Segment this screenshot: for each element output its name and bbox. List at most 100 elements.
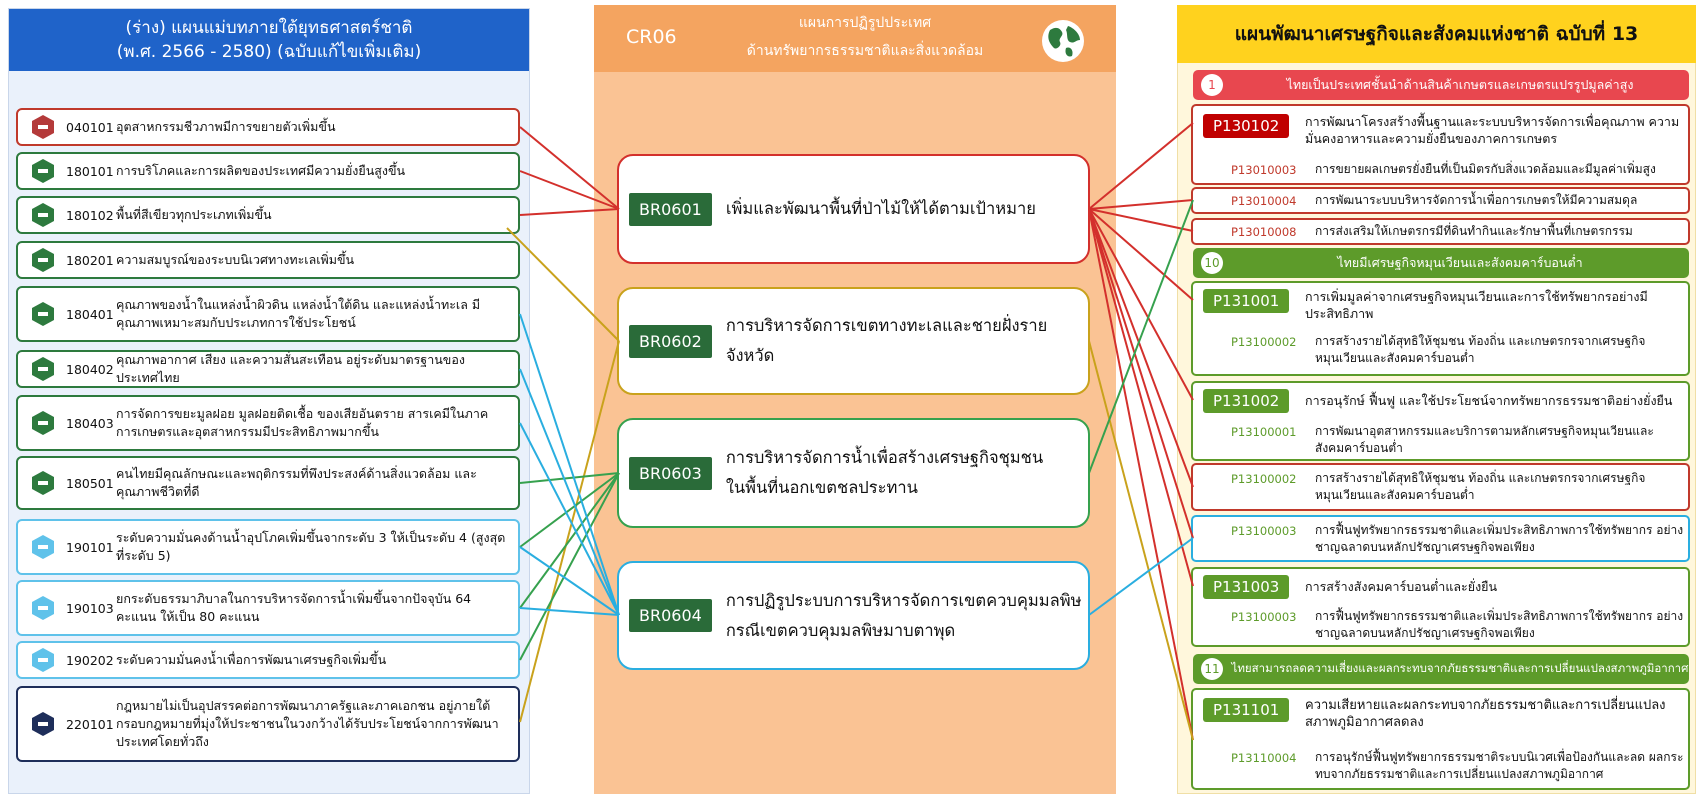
left-header-line1: (ร่าง) แผนแม่บทภายใต้ยุทธศาสตร์ชาติ: [125, 18, 413, 38]
right-item-p13100002[interactable]: P13100002 การสร้างรายได้สุทธิให้ชุมชน ท้…: [1191, 463, 1690, 511]
sub-target-code: P13010003: [1231, 163, 1297, 177]
left-item-180201[interactable]: 180201 ความสมบูรณ์ของระบบนิเวศทางทะเลเพิ…: [16, 241, 520, 279]
target-code: P131003: [1203, 575, 1290, 599]
left-item-180402[interactable]: 180402 คุณภาพอากาศ เสียง และความสั่นสะเท…: [16, 350, 520, 388]
hexagon-badge-icon: [32, 115, 54, 139]
hexagon-badge-icon: [32, 159, 54, 183]
left-item-220101[interactable]: 220101 กฎหมายไม่เป็นอุปสรรคต่อการพัฒนาภา…: [16, 686, 520, 762]
sub-target-text: การสร้างรายได้สุทธิให้ชุมชน ท้องถิ่น และ…: [1315, 334, 1646, 365]
left-item-text: อุตสาหกรรมชีวภาพมีการขยายตัวเพิ่มขึ้น: [116, 119, 336, 134]
middle-item-br0601[interactable]: BR0601 เพิ่มและพัฒนาพื้นที่ป่าไม้ให้ได้ต…: [617, 154, 1090, 264]
section-title: ไทยมีเศรษฐกิจหมุนเวียนและสังคมคาร์บอนต่ำ: [1337, 255, 1583, 270]
target-code: P131101: [1203, 698, 1290, 722]
left-item-text: พื้นที่สีเขียวทุกประเภทเพิ่มขึ้น: [116, 207, 272, 222]
hexagon-badge-icon: [32, 357, 54, 381]
middle-item-code: BR0603: [629, 456, 712, 490]
right-section-11: 11 ไทยสามารถลดความเสี่ยงและผลกระทบจากภัย…: [1193, 654, 1689, 684]
left-item-180403[interactable]: 180403 การจัดการขยะมูลฝอย มูลฝอยติดเชื้อ…: [16, 395, 520, 451]
sub-target-code: P13110004: [1231, 751, 1297, 765]
left-item-code: 180101: [66, 163, 114, 179]
right-group-p131101[interactable]: P131101 ความเสียหายและผลกระทบจากภัยธรรมช…: [1191, 688, 1690, 790]
right-item-p13010004[interactable]: P13010004 การพัฒนาระบบบริหารจัดการน้ำเพื…: [1191, 187, 1690, 214]
middle-item-br0604[interactable]: BR0604 การปฏิรูประบบการบริหารจัดการเขตคว…: [617, 561, 1090, 670]
sub-target-text: การพัฒนาระบบบริหารจัดการน้ำเพื่อการเกษตร…: [1315, 193, 1638, 207]
left-item-code: 040101: [66, 119, 114, 135]
middle-item-text-line2: กรณีเขตควบคุมมลพิษมาบตาพุด: [725, 620, 956, 640]
left-item-code: 180403: [66, 415, 114, 431]
right-panel-header: แผนพัฒนาเศรษฐกิจและสังคมแห่งชาติ ฉบับที่…: [1177, 5, 1696, 63]
left-item-text: คุณภาพอากาศ เสียง และความสั่นสะเทือน อยู…: [116, 352, 465, 385]
left-item-190103[interactable]: 190103 ยกระดับธรรมาภิบาลในการบริหารจัดกา…: [16, 580, 520, 636]
middle-item-code: BR0601: [629, 192, 712, 226]
left-item-text: กฎหมายไม่เป็นอุปสรรคต่อการพัฒนาภาครัฐและ…: [116, 698, 499, 749]
sub-target-text: การฟื้นฟูทรัพยากรธรรมชาติและเพิ่มประสิทธ…: [1315, 609, 1684, 640]
sub-target-code: P13100003: [1231, 524, 1297, 538]
left-item-code: 180102: [66, 207, 114, 223]
globe-icon: [1042, 20, 1084, 62]
sub-target-text: การขยายผลเกษตรยั่งยืนที่เป็นมิตรกับสิ่งแ…: [1315, 162, 1656, 176]
right-item-p13100003[interactable]: P13100003 การฟื้นฟูทรัพยากรธรรมชาติและเพ…: [1191, 515, 1690, 562]
right-item-p13010008[interactable]: P13010008 การส่งเสริมให้เกษตรกรมีที่ดินท…: [1191, 218, 1690, 245]
section-number: 1: [1201, 74, 1223, 96]
section-number: 11: [1201, 658, 1223, 680]
left-item-190202[interactable]: 190202 ระดับความมั่นคงน้ำเพื่อการพัฒนาเศ…: [16, 641, 520, 679]
middle-item-text-line2: ในพื้นที่นอกเขตชลประทาน: [725, 478, 918, 497]
left-header-line2: (พ.ศ. 2566 - 2580) (ฉบับแก้ไขเพิ่มเติม): [116, 42, 422, 62]
middle-item-br0603[interactable]: BR0603 การบริหารจัดการน้ำเพื่อสร้างเศรษฐ…: [617, 418, 1090, 528]
left-item-text: คุณภาพของน้ำในแหล่งน้ำผิวดิน แหล่งน้ำใต้…: [116, 297, 481, 330]
middle-item-code: BR0604: [629, 599, 712, 632]
section-title: ไทยสามารถลดความเสี่ยงและผลกระทบจากภัยธรร…: [1231, 661, 1689, 675]
right-group-p130102[interactable]: P130102 การพัฒนาโครงสร้างพื้นฐานและระบบบ…: [1191, 104, 1690, 185]
right-group-p131001[interactable]: P131001 การเพิ่มมูลค่าจากเศรษฐกิจหมุนเวี…: [1191, 281, 1690, 376]
middle-panel: [594, 5, 1116, 794]
left-item-180501[interactable]: 180501 คนไทยมีคุณลักษณะและพฤติกรรมที่พึง…: [16, 456, 520, 510]
section-title: ไทยเป็นประเทศชั้นนำด้านสินค้าเกษตรและเกษ…: [1286, 77, 1634, 92]
sub-target-code: P13100003: [1231, 610, 1297, 624]
middle-item-text-line1: การปฏิรูประบบการบริหารจัดการเขตควบคุมมลพ…: [725, 590, 1082, 610]
left-item-190101[interactable]: 190101 ระดับความมั่นคงด้านน้ำอุปโภคเพิ่ม…: [16, 519, 520, 575]
target-text: การเพิ่มมูลค่าจากเศรษฐกิจหมุนเวียนและการ…: [1305, 289, 1648, 321]
sub-target-code: P13100001: [1231, 425, 1297, 439]
left-item-180102[interactable]: 180102 พื้นที่สีเขียวทุกประเภทเพิ่มขึ้น: [16, 196, 520, 234]
left-item-text: ระดับความมั่นคงด้านน้ำอุปโภคเพิ่มขึ้นจาก…: [116, 530, 506, 563]
sub-target-code: P13100002: [1231, 472, 1297, 486]
sub-target-code: P13100002: [1231, 335, 1297, 349]
sub-target-code: P13010008: [1231, 225, 1297, 239]
middle-item-br0602[interactable]: BR0602 การบริหารจัดการเขตทางทะเลและชายฝั…: [617, 287, 1090, 395]
target-text: การอนุรักษ์ ฟื้นฟู และใช้ประโยชน์จากทรัพ…: [1305, 393, 1673, 408]
section-number: 10: [1201, 252, 1223, 274]
middle-title-line2: ด้านทรัพยากรธรรมชาติและสิ่งแวดล้อม: [746, 43, 984, 59]
hexagon-badge-icon: [32, 471, 54, 495]
left-item-text: การบริโภคและการผลิตของประเทศมีความยั่งยื…: [116, 163, 406, 178]
hexagon-badge-icon: [32, 302, 54, 326]
left-item-text: ยกระดับธรรมาภิบาลในการบริหารจัดการน้ำเพิ…: [116, 591, 472, 624]
left-item-code: 190202: [66, 652, 114, 668]
left-item-code: 180501: [66, 475, 114, 491]
right-group-p131003[interactable]: P131003 การสร้างสังคมคาร์บอนต่ำและยั่งยื…: [1191, 567, 1690, 647]
target-code: P130102: [1203, 114, 1290, 138]
sub-target-text: การฟื้นฟูทรัพยากรธรรมชาติและเพิ่มประสิทธ…: [1315, 523, 1684, 554]
left-item-180101[interactable]: 180101 การบริโภคและการผลิตของประเทศมีควา…: [16, 152, 520, 190]
sub-target-code: P13010004: [1231, 194, 1297, 208]
hexagon-badge-icon: [32, 535, 54, 559]
right-group-p131002[interactable]: P131002 การอนุรักษ์ ฟื้นฟู และใช้ประโยชน…: [1191, 381, 1690, 461]
sub-target-text: การส่งเสริมให้เกษตรกรมีที่ดินทำกินและรัก…: [1315, 224, 1633, 238]
hexagon-badge-icon: [32, 203, 54, 227]
sub-target-text: การพัฒนาอุตสาหกรรมและบริการตามหลักเศรษฐก…: [1315, 424, 1654, 455]
hexagon-badge-icon: [32, 411, 54, 435]
middle-panel-header: [594, 5, 1116, 72]
left-item-040101[interactable]: 040101 อุตสาหกรรมชีวภาพมีการขยายตัวเพิ่ม…: [16, 108, 520, 146]
left-panel-header: (ร่าง) แผนแม่บทภายใต้ยุทธศาสตร์ชาติ (พ.ศ…: [9, 9, 529, 71]
left-item-180401[interactable]: 180401 คุณภาพของน้ำในแหล่งน้ำผิวดิน แหล่…: [16, 286, 520, 342]
left-item-code: 180401: [66, 306, 114, 322]
middle-plan-code: CR06: [626, 26, 677, 48]
sub-target-text: การอนุรักษ์ฟื้นฟูทรัพยากรธรรมชาติระบบนิเ…: [1315, 750, 1684, 781]
sub-target-text: การสร้างรายได้สุทธิให้ชุมชน ท้องถิ่น และ…: [1315, 471, 1646, 502]
target-text: ความเสียหายและผลกระทบจากภัยธรรมชาติและกา…: [1305, 698, 1666, 730]
target-text: การพัฒนาโครงสร้างพื้นฐานและระบบบริหารจัด…: [1305, 114, 1680, 146]
hexagon-badge-icon: [32, 648, 54, 672]
left-item-code: 190103: [66, 600, 114, 616]
hexagon-badge-icon: [32, 712, 54, 736]
left-item-code: 220101: [66, 716, 114, 732]
target-code: P131002: [1203, 389, 1290, 413]
